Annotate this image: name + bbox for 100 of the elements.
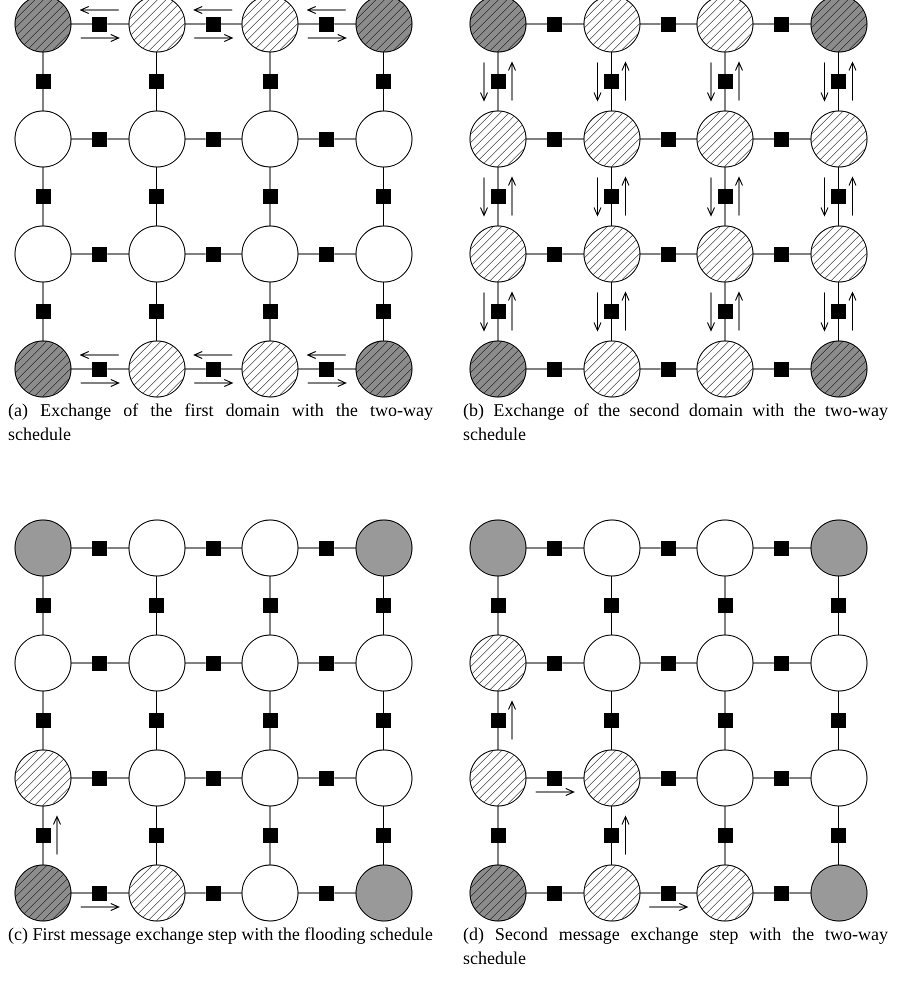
factor-square <box>319 770 334 786</box>
variable-circle <box>14 110 72 168</box>
connector-line <box>675 368 698 370</box>
hatched-circle <box>469 225 527 283</box>
connector-line <box>156 88 157 112</box>
connector-line <box>675 662 698 664</box>
variable-circle <box>810 634 868 692</box>
connector-line <box>70 892 93 894</box>
factor-square <box>660 132 676 146</box>
hatched-circle <box>696 864 754 922</box>
variable-circle <box>354 225 412 283</box>
connector-line <box>156 204 157 226</box>
connector-line <box>383 52 384 74</box>
factor-square <box>149 598 164 613</box>
connector-line <box>42 52 44 74</box>
factor-square <box>604 304 619 319</box>
connector-line <box>838 282 839 304</box>
connector-line <box>724 612 726 636</box>
factor-square <box>718 74 732 89</box>
connector-line <box>724 690 726 714</box>
factor-square <box>206 770 221 786</box>
connector-line <box>334 138 356 140</box>
connector-line <box>42 612 44 636</box>
connector-line <box>611 88 612 112</box>
shaded-circle <box>469 519 527 577</box>
hatched-circle <box>582 864 640 922</box>
factor-square <box>36 74 50 89</box>
connector-line <box>42 842 44 866</box>
connector-line <box>562 892 584 894</box>
connector-line <box>724 318 726 342</box>
connector-line <box>42 576 44 598</box>
factor-square <box>604 74 619 89</box>
factor-square <box>92 16 108 32</box>
variable-circle <box>128 634 186 692</box>
connector-line <box>611 842 612 866</box>
hatched-circle <box>128 340 186 398</box>
shaded-circle <box>354 519 412 577</box>
factor-square <box>92 132 108 146</box>
connector-line <box>611 318 612 342</box>
connector-line <box>383 690 384 714</box>
factor-square <box>660 246 676 262</box>
connector-line <box>156 166 157 190</box>
factor-square <box>92 656 108 670</box>
connector-line <box>184 138 206 140</box>
shaded-circle <box>810 519 868 577</box>
factor-square <box>149 713 164 728</box>
factor-square <box>604 598 619 613</box>
connector-line <box>298 662 320 664</box>
connector-line <box>220 368 242 370</box>
factor-square <box>831 74 846 89</box>
variable-circle <box>696 634 754 692</box>
factor-square <box>831 828 846 843</box>
factor-square <box>206 132 221 146</box>
factor-square <box>718 828 732 843</box>
connector-line <box>42 806 44 828</box>
connector-line <box>838 318 839 342</box>
connector-line <box>526 892 548 894</box>
caption: (d) Second message exchange step with the two-way schedule <box>463 923 888 970</box>
variable-circle <box>696 519 754 577</box>
factor-square <box>92 540 108 556</box>
factor-square <box>376 828 391 843</box>
factor-square <box>149 828 164 843</box>
factor-square <box>206 16 221 32</box>
factor-square <box>319 246 334 262</box>
connector-line <box>562 368 584 370</box>
factor-square <box>490 304 506 319</box>
variable-circle <box>810 749 868 807</box>
hatched-circle <box>582 749 640 807</box>
factor-square <box>547 540 562 556</box>
connector-line <box>156 282 157 304</box>
connector-line <box>156 576 157 598</box>
connector-line <box>42 318 44 342</box>
factor-square <box>319 132 334 146</box>
factor-square <box>376 598 391 613</box>
factor-square <box>831 598 846 613</box>
connector-line <box>838 842 839 866</box>
variable-circle <box>14 225 72 283</box>
connector-line <box>752 368 775 370</box>
shaded-circle <box>354 864 412 922</box>
hatched-circle <box>810 110 868 168</box>
connector-line <box>788 662 811 664</box>
factor-square <box>206 362 221 376</box>
variable-circle <box>128 110 186 168</box>
connector-line <box>42 728 44 750</box>
connector-line <box>383 576 384 598</box>
connector-line <box>611 576 612 598</box>
connector-line <box>156 52 157 74</box>
connector-line <box>838 728 839 750</box>
connector-line <box>526 138 548 140</box>
factor-square <box>262 828 278 843</box>
connector-line <box>298 138 320 140</box>
factor-square <box>718 598 732 613</box>
factor-square <box>262 189 278 204</box>
connector-line <box>156 806 157 828</box>
factor-square <box>774 540 790 556</box>
connector-line <box>639 892 662 894</box>
variable-circle <box>128 519 186 577</box>
caption: (b) Exchange of the second domain with the two-way schedule <box>463 399 888 446</box>
variable-circle <box>354 110 412 168</box>
variable-circle <box>696 749 754 807</box>
